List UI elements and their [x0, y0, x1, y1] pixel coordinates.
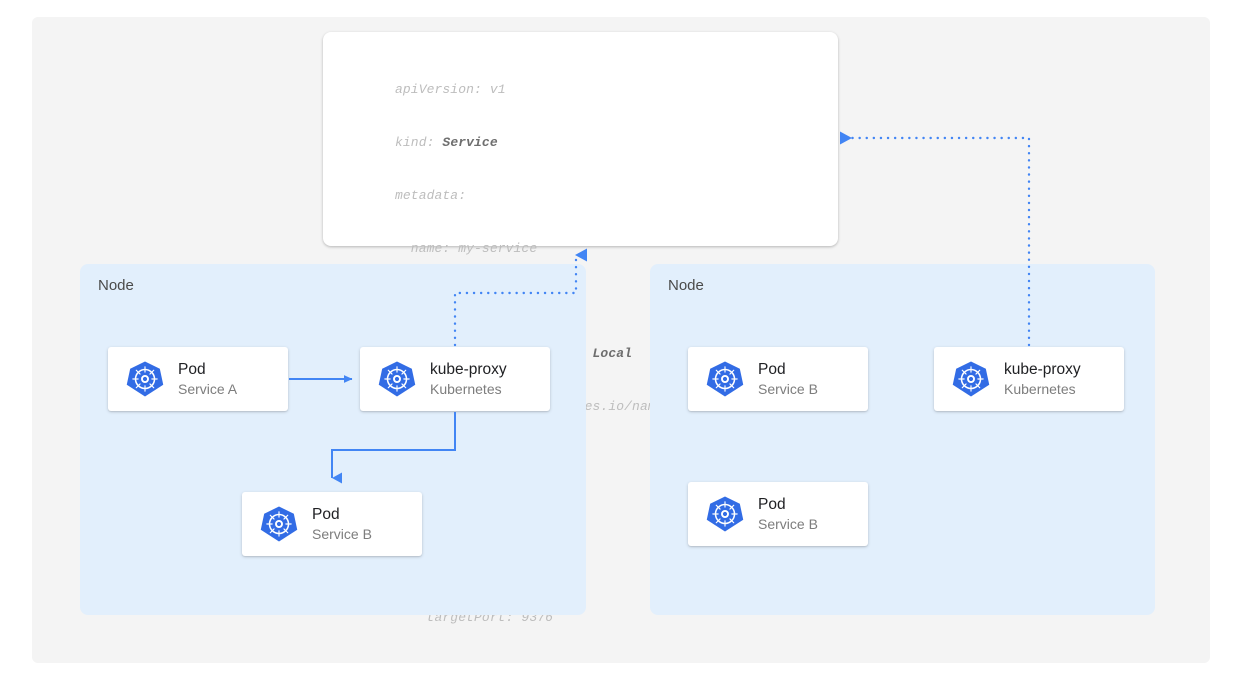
- yaml-line-apiversion: apiVersion: v1: [395, 82, 506, 98]
- card-subtitle: Service B: [312, 525, 372, 542]
- card-title: Pod: [758, 360, 786, 378]
- card-title: kube-proxy: [430, 360, 507, 378]
- card-pod-service-a-text: Pod Service A: [178, 360, 237, 399]
- card-pod-service-b-right-bottom[interactable]: Pod Service B: [688, 482, 868, 546]
- kubernetes-icon: [952, 361, 990, 397]
- kubernetes-icon: [706, 361, 744, 397]
- kubernetes-icon: [706, 496, 744, 532]
- card-subtitle: Kubernetes: [1004, 380, 1076, 397]
- card-kube-proxy-left-text: kube-proxy Kubernetes: [430, 360, 507, 399]
- yaml-line-metadata: metadata:: [395, 187, 467, 203]
- card-pod-service-b-left-text: Pod Service B: [312, 505, 372, 544]
- card-kube-proxy-right-text: kube-proxy Kubernetes: [1004, 360, 1081, 399]
- node-right: Node: [650, 264, 1155, 615]
- card-pod-service-a[interactable]: Pod Service A: [108, 347, 288, 411]
- card-title: Pod: [758, 495, 786, 513]
- card-kube-proxy-left[interactable]: kube-proxy Kubernetes: [360, 347, 550, 411]
- card-pod-service-b-right-top-text: Pod Service B: [758, 360, 818, 399]
- service-spec-card: apiVersion: v1 kind: Service metadata: n…: [323, 32, 838, 625]
- card-subtitle: Service B: [758, 515, 818, 532]
- card-pod-service-b-left[interactable]: Pod Service B: [242, 492, 422, 556]
- card-subtitle: Service A: [178, 380, 238, 397]
- card-pod-service-b-right-top[interactable]: Pod Service B: [688, 347, 868, 411]
- card-title: Pod: [312, 505, 340, 523]
- kubernetes-icon: [378, 361, 416, 397]
- node-left-label: Node: [98, 277, 134, 294]
- card-pod-service-b-right-bottom-text: Pod Service B: [758, 495, 818, 534]
- card-subtitle: Service B: [758, 380, 818, 397]
- card-title: Pod: [178, 360, 206, 378]
- card-title: kube-proxy: [1004, 360, 1081, 378]
- node-right-label: Node: [668, 277, 704, 294]
- node-left: Node: [80, 264, 586, 615]
- card-subtitle: Kubernetes: [430, 380, 502, 397]
- yaml-line-name: name: my-service: [395, 240, 538, 256]
- yaml-kind-prefix: kind:: [395, 134, 443, 150]
- yaml-kind-value: Service: [442, 134, 498, 150]
- kubernetes-icon: [260, 506, 298, 542]
- card-kube-proxy-right[interactable]: kube-proxy Kubernetes: [934, 347, 1124, 411]
- yaml-line-kind: kind: Service: [395, 134, 719, 152]
- kubernetes-icon: [126, 361, 164, 397]
